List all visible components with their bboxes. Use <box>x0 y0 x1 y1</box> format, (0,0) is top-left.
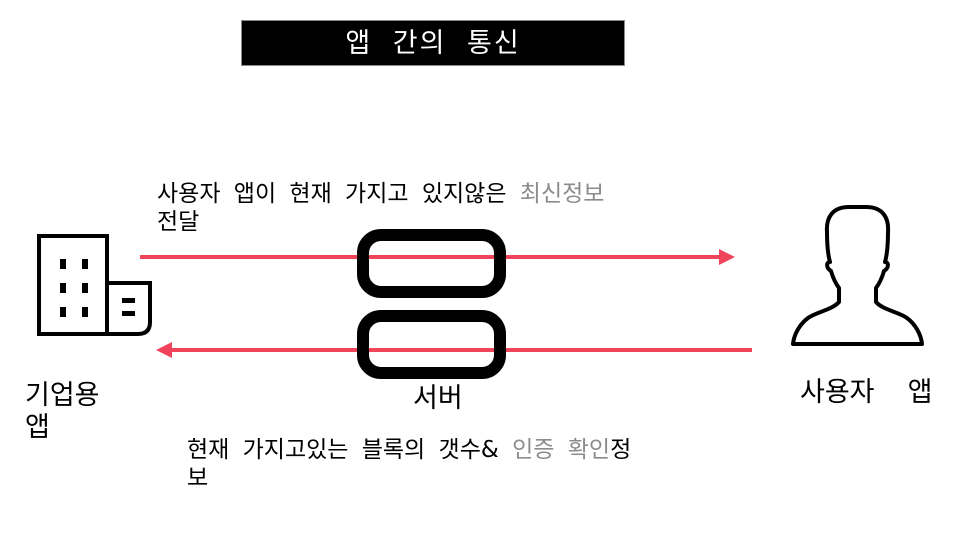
arrow-to-enterprise <box>156 342 752 358</box>
message-to-enterprise-text: 현재 가지고있는 블록의 갯수& <box>187 437 513 463</box>
message-to-user-text: 사용자 앱이 현재 가지고 있지않은 <box>157 181 520 207</box>
message-to-enterprise: 현재 가지고있는 블록의 갯수& 인증 확인정 보 <box>187 436 631 492</box>
diagram-title: 앱 간의 통신 <box>345 27 521 59</box>
message-to-user-line2: 전달 <box>157 209 200 235</box>
message-to-enterprise-text-after: 정 <box>610 437 632 463</box>
enterprise-app-label-line2: 앱 <box>25 412 50 443</box>
user-app-label: 사용자 앱 <box>800 377 933 408</box>
user-icon <box>791 205 924 346</box>
building-icon <box>37 234 152 336</box>
message-to-user-highlight: 최신정보 <box>519 181 605 207</box>
message-to-user: 사용자 앱이 현재 가지고 있지않은 최신정보 전달 <box>157 180 604 236</box>
message-to-enterprise-highlight: 인증 확인 <box>512 437 611 463</box>
server-label: 서버 <box>413 383 463 414</box>
arrow-to-user <box>140 249 735 265</box>
server-icon <box>357 229 506 379</box>
message-to-enterprise-line2: 보 <box>187 465 209 491</box>
enterprise-app-label: 기업용 앱 <box>25 380 100 444</box>
enterprise-app-label-line1: 기업용 <box>25 380 100 411</box>
diagram-title-box: 앱 간의 통신 <box>241 20 625 66</box>
